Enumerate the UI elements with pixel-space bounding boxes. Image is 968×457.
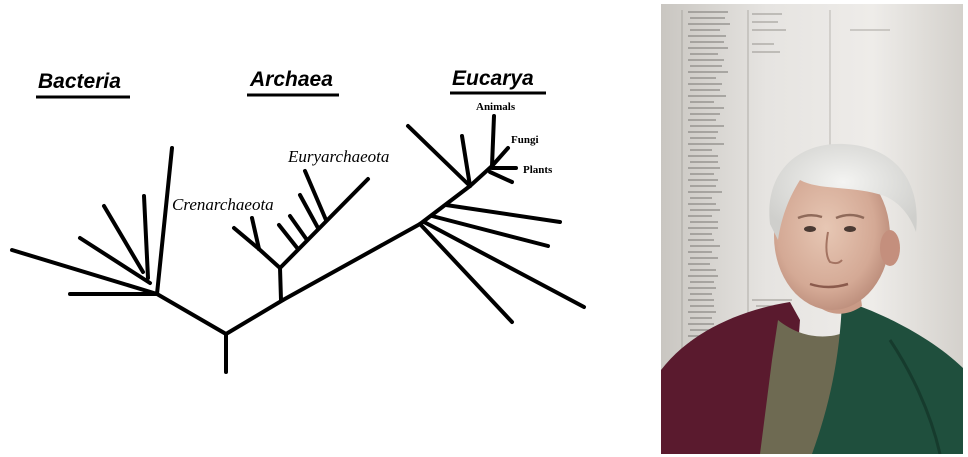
tree-leaf (420, 224, 512, 322)
tree-leaf (104, 206, 143, 272)
leaf-label-animals: Animals (476, 101, 516, 113)
ear (880, 230, 900, 266)
tree-leaf (144, 196, 148, 278)
group-label-euryarchaeota: Euryarchaeota (287, 147, 389, 166)
domain-underlines (36, 93, 546, 97)
tree-leaf (432, 216, 548, 246)
tree-branch-to-archaea-eucarya (226, 300, 283, 334)
tree-leaf (279, 225, 298, 249)
group-label-crenarchaeota: Crenarchaeota (172, 195, 274, 214)
domain-label-archaea: Archaea (249, 68, 333, 91)
tree-branch-to-bacteria (157, 294, 226, 334)
domain-label-eucarya: Eucarya (452, 67, 534, 90)
tree-leaf-plants (490, 172, 512, 182)
leaf-label-plants: Plants (523, 164, 553, 176)
tree-leaf (446, 205, 560, 222)
tree-leaf-animals (492, 116, 494, 166)
tree-branch (470, 166, 492, 186)
leaf-label-fungi: Fungi (511, 134, 539, 146)
tree-branch (259, 249, 280, 268)
tree-leaf (80, 238, 150, 283)
portrait-photo (661, 4, 963, 454)
bacteria-clade (12, 148, 172, 294)
tree-leaf (157, 148, 172, 294)
tree-leaf (290, 216, 307, 240)
archaea-clade (234, 171, 368, 268)
tree-branch-archaea-stem (280, 268, 281, 300)
eucarya-clade (408, 116, 584, 322)
domain-label-bacteria: Bacteria (38, 70, 121, 93)
